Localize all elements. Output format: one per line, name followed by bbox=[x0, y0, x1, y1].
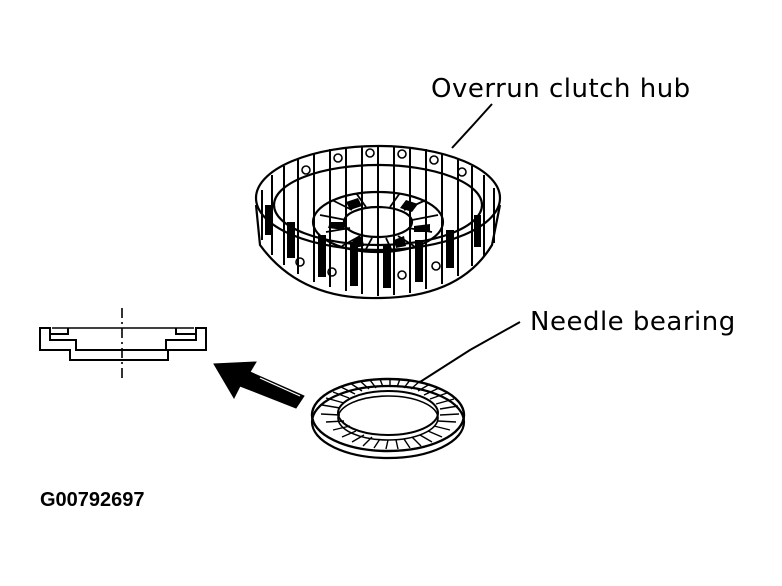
overrun-clutch-hub-drawing bbox=[254, 103, 502, 300]
needle-bearing-drawing bbox=[310, 321, 521, 460]
bearing-cross-section bbox=[39, 308, 207, 380]
overrun-clutch-hub-label: Overrun clutch hub bbox=[431, 74, 691, 104]
needle-bearing-label: Needle bearing bbox=[530, 307, 736, 337]
figure-id: G00792697 bbox=[40, 489, 145, 511]
arrow-icon bbox=[213, 361, 305, 409]
